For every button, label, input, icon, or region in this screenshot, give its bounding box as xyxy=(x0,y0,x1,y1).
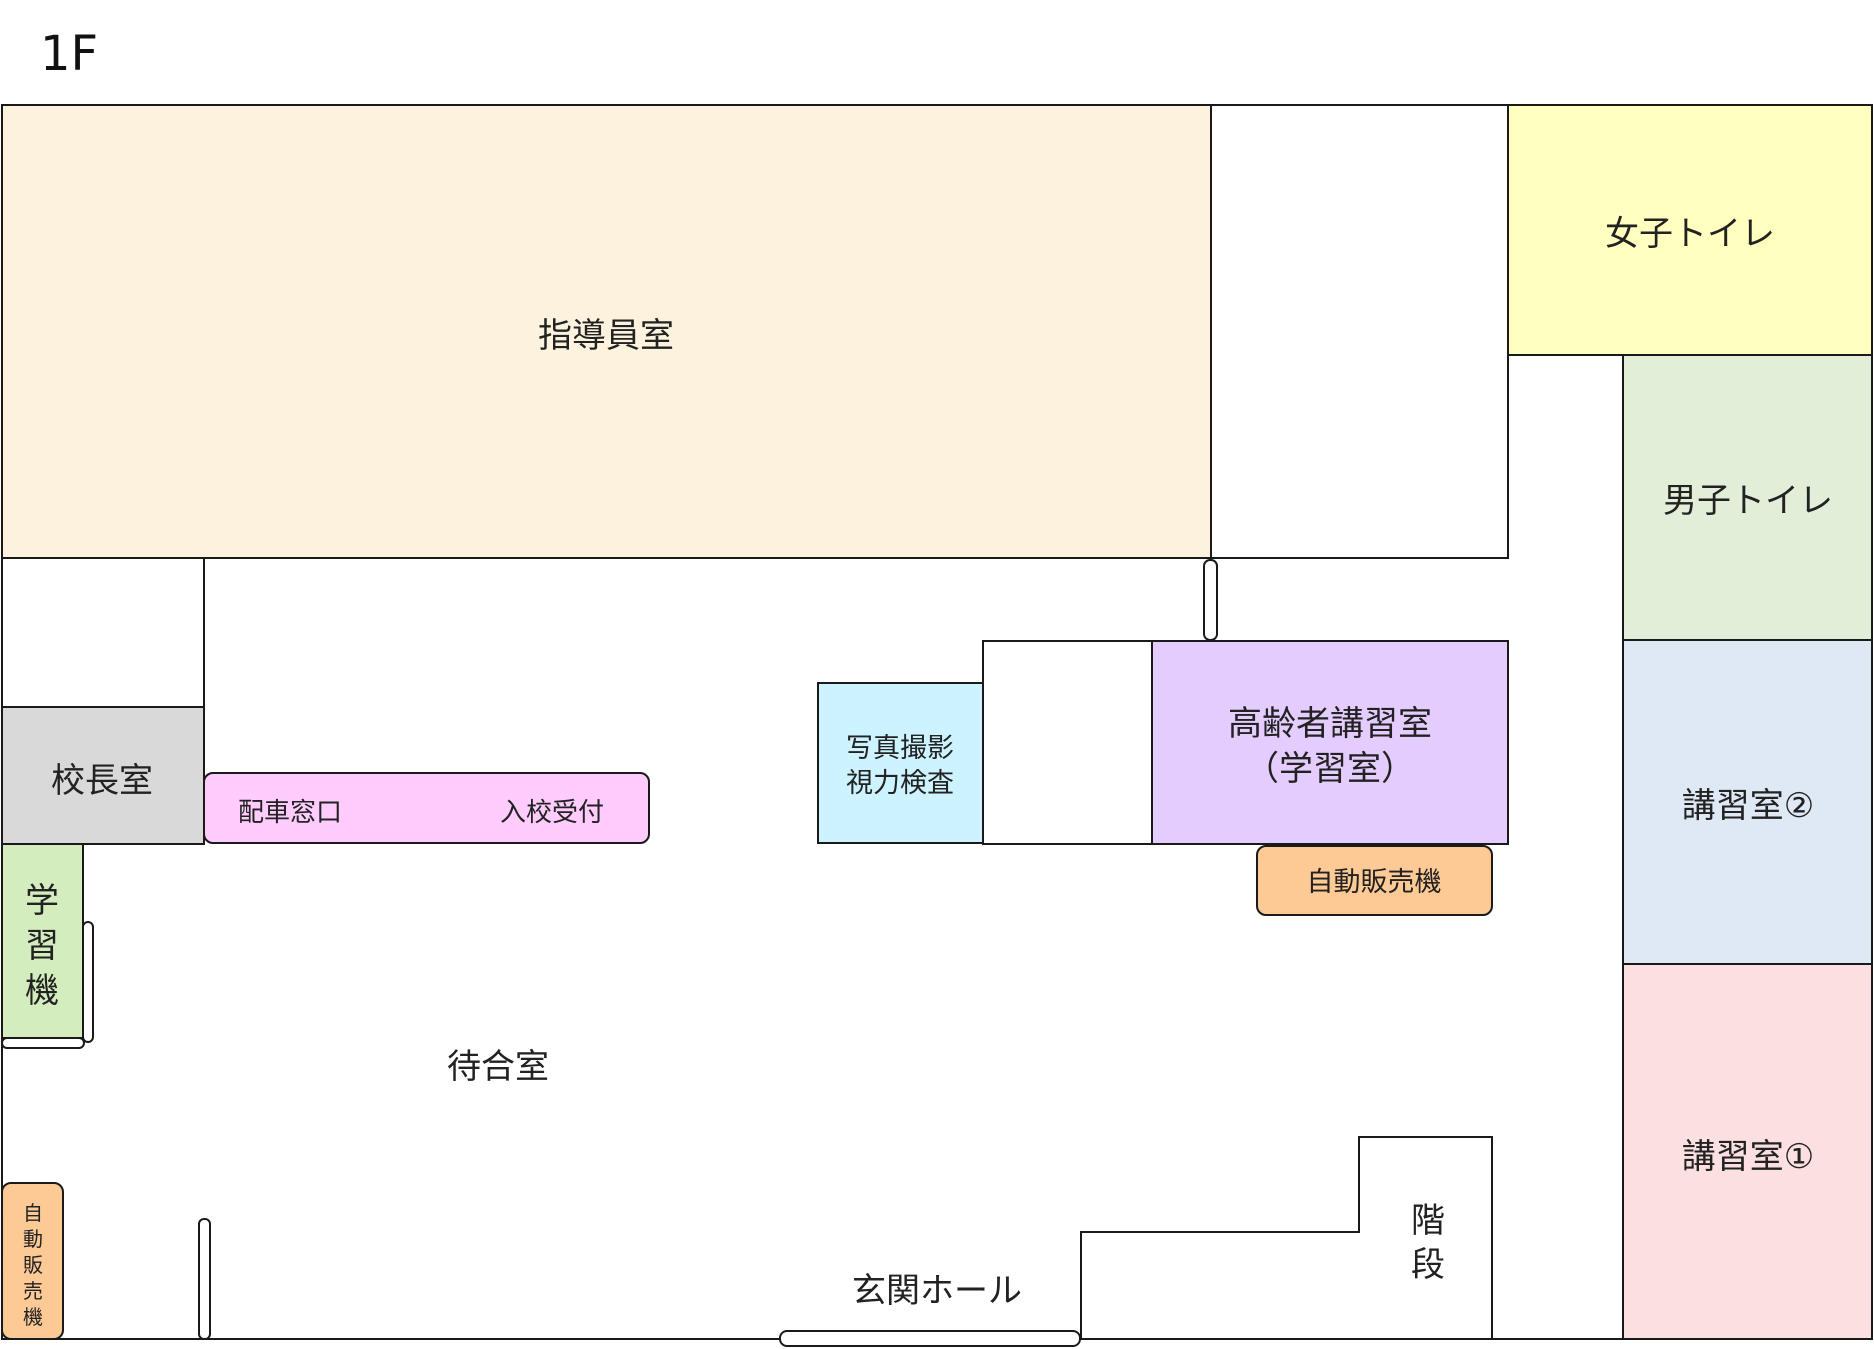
dispatch-window-label: 配車窓口 xyxy=(238,798,342,828)
vending-left-char-3: 販 xyxy=(23,1253,43,1277)
mens-toilet-label: 男子トイレ xyxy=(1663,481,1833,521)
floor-label: 1F xyxy=(40,26,98,82)
sliding-door[interactable] xyxy=(82,921,94,1043)
classroom-2[interactable] xyxy=(1622,639,1873,965)
sliding-door[interactable] xyxy=(198,1218,211,1340)
vending-left-char-4: 売 xyxy=(23,1279,43,1303)
stairs-label-2: 段 xyxy=(1411,1245,1445,1285)
study-machine[interactable] xyxy=(1,843,84,1039)
small-room xyxy=(1,557,205,708)
waiting-room-label: 待合室 xyxy=(447,1047,549,1087)
stairs[interactable] xyxy=(1080,1136,1493,1339)
elderly-lecture-room[interactable] xyxy=(1151,640,1509,845)
study-machine-char-3: 機 xyxy=(25,971,59,1011)
classroom-1[interactable] xyxy=(1622,963,1873,1340)
classroom-1-label: 講習室① xyxy=(1682,1137,1814,1177)
sliding-door[interactable] xyxy=(1,1037,85,1049)
study-machine-char-2: 習 xyxy=(25,926,59,966)
classroom-2-label: 講習室② xyxy=(1682,786,1814,826)
womens-toilet[interactable] xyxy=(1507,104,1873,356)
vending-left-char-5: 機 xyxy=(23,1305,43,1329)
mens-toilet[interactable] xyxy=(1622,354,1873,641)
vending-left-char-1: 自 xyxy=(23,1201,43,1225)
reception-counter[interactable] xyxy=(203,772,650,844)
elderly-room-label-1: 高齢者講習室 xyxy=(1228,704,1432,744)
elderly-room-label-2: （学習室） xyxy=(1245,749,1415,789)
stairs-label-1: 階 xyxy=(1411,1201,1445,1241)
admission-desk-label: 入校受付 xyxy=(500,798,604,828)
instructor-room[interactable] xyxy=(1,104,1212,559)
entrance-door[interactable] xyxy=(779,1330,1081,1347)
blank-room xyxy=(982,640,1153,845)
photo-vision-room[interactable] xyxy=(817,682,984,844)
principal-room[interactable] xyxy=(1,706,205,845)
vending-machine-label: 自動販売機 xyxy=(1307,867,1442,898)
vending-machine[interactable] xyxy=(1,1182,64,1340)
photo-room-label-2: 視力検査 xyxy=(846,768,954,799)
instructor-room-label: 指導員室 xyxy=(538,316,674,356)
vending-machine[interactable] xyxy=(1256,845,1493,916)
entrance-hall-label: 玄関ホール xyxy=(852,1271,1022,1311)
vending-left-char-2: 動 xyxy=(23,1227,43,1251)
storage-room xyxy=(1210,104,1509,559)
womens-toilet-label: 女子トイレ xyxy=(1605,214,1775,254)
photo-room-label-1: 写真撮影 xyxy=(846,733,954,764)
sliding-door[interactable] xyxy=(1203,559,1218,641)
principal-room-label: 校長室 xyxy=(51,761,153,801)
study-machine-char-1: 学 xyxy=(25,881,59,921)
